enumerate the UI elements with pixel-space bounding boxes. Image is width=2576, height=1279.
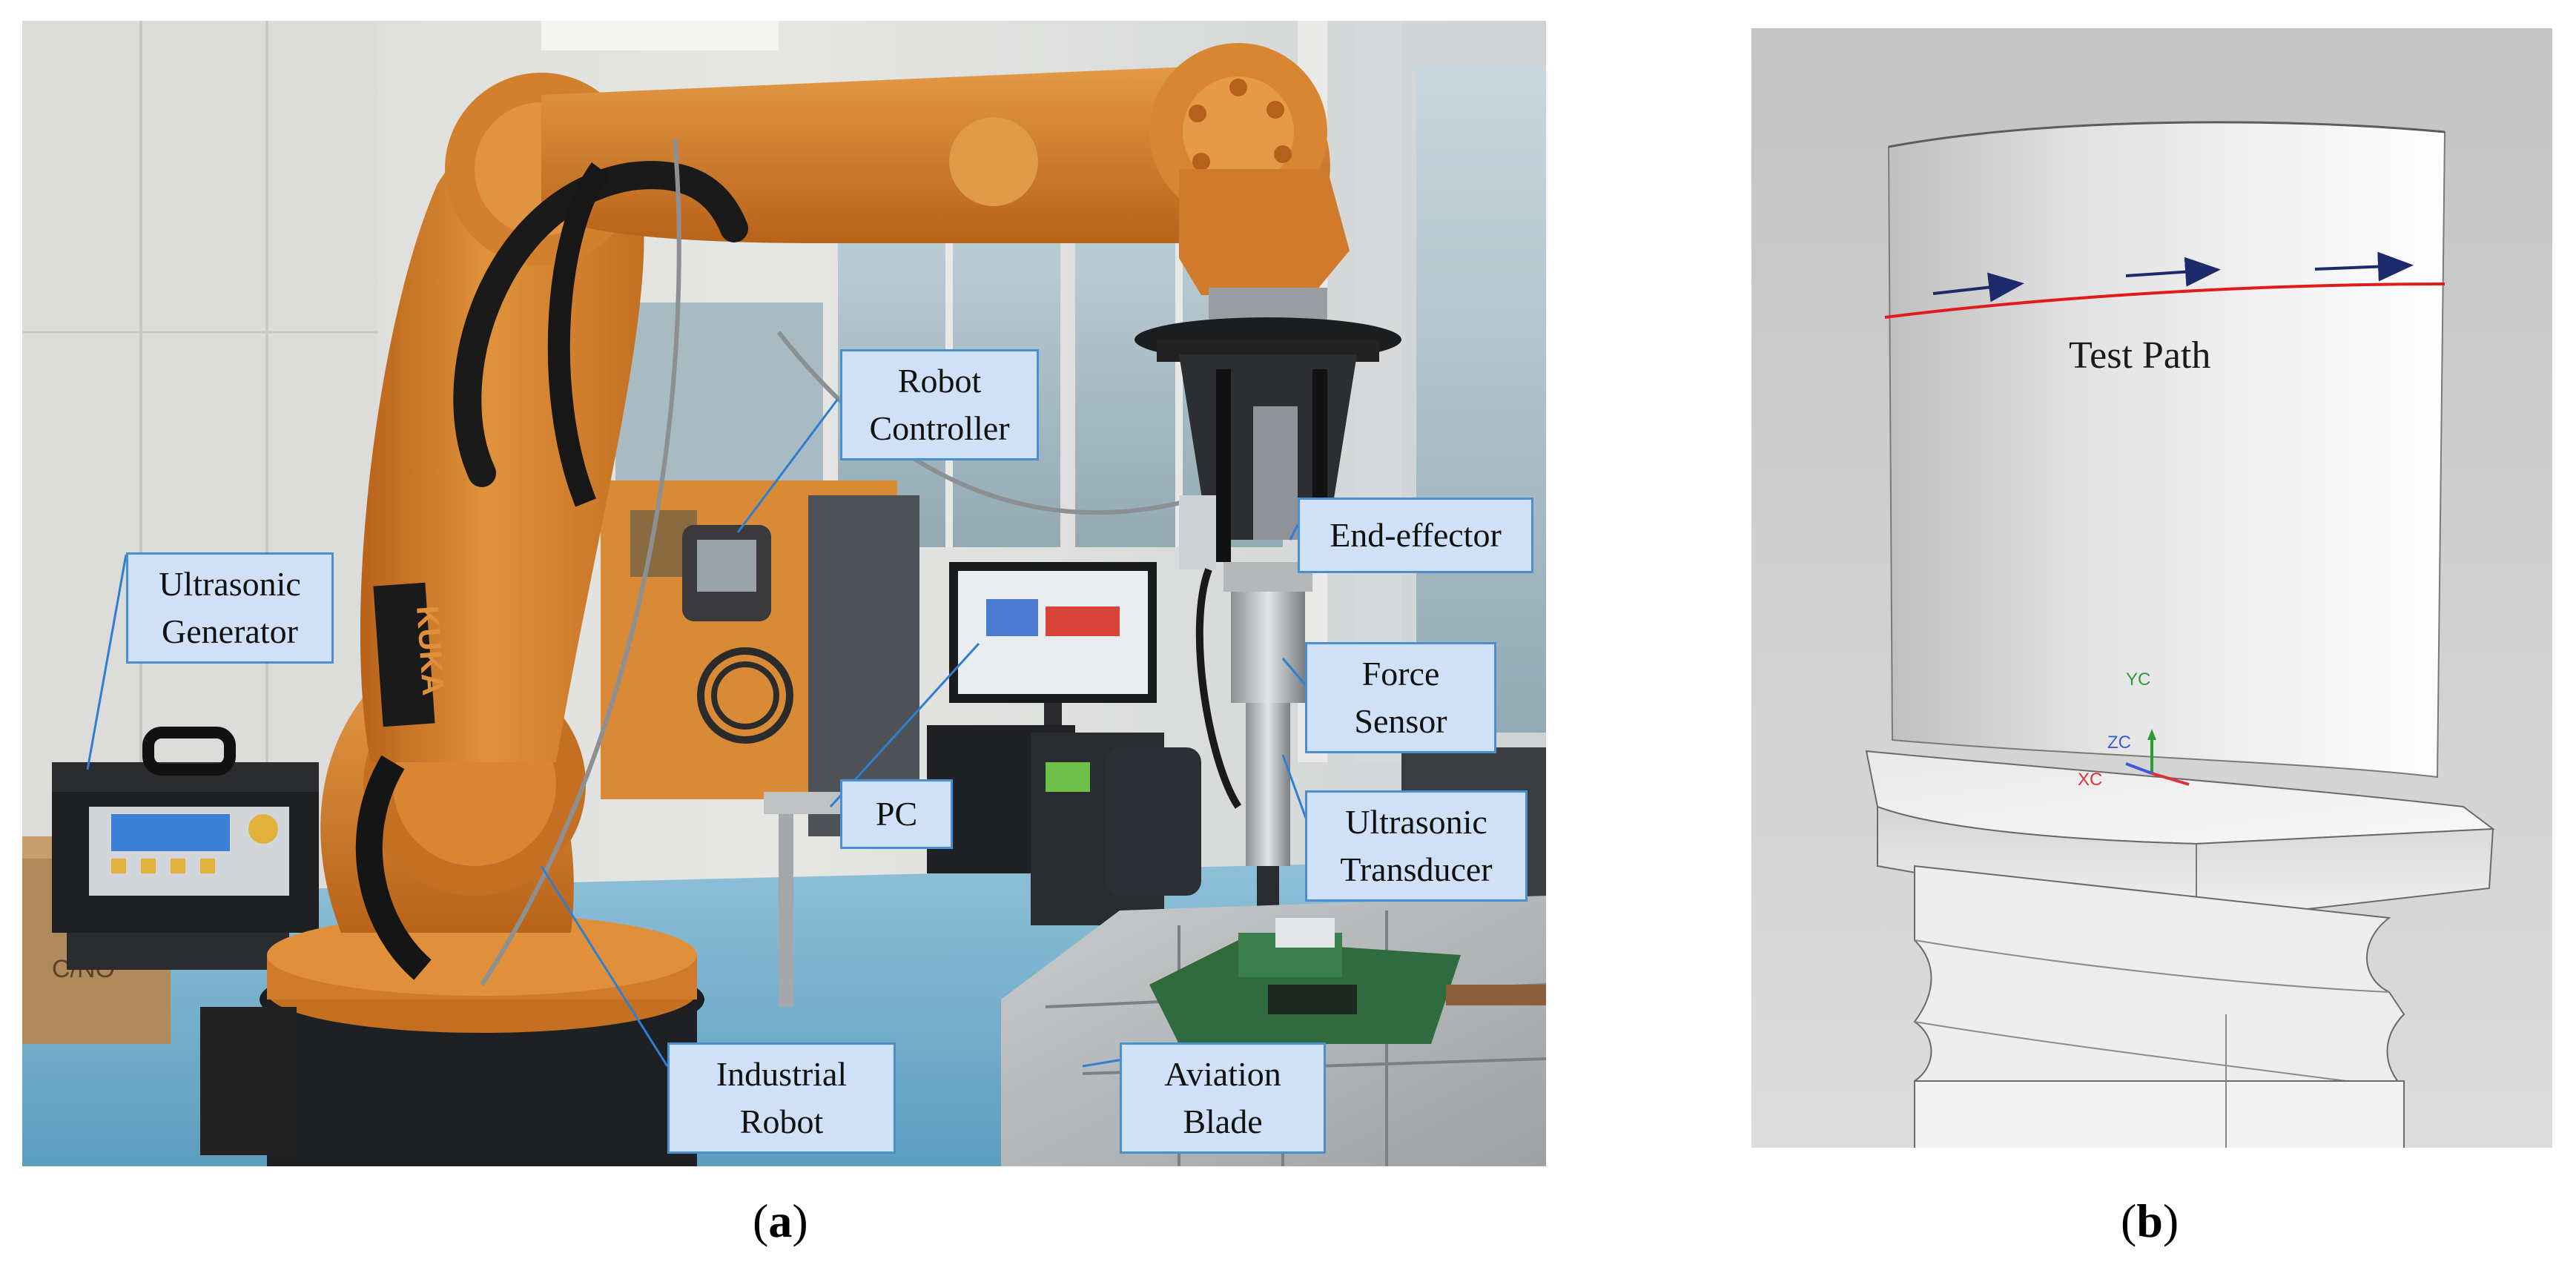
xc-axis <box>2151 772 2190 786</box>
yc-axis-label: YC <box>2126 670 2151 690</box>
lab-photo-panel: C/NO <box>22 21 1546 1166</box>
kuka-logo-text: KUKA <box>410 604 451 696</box>
test-path-curve <box>1884 282 2445 319</box>
ultrasonic-transducer-label: Ultrasonic Transducer <box>1305 790 1528 902</box>
force-sensor-label: Force Sensor <box>1305 642 1496 753</box>
zc-axis <box>2125 762 2153 775</box>
industrial-robot-label: Industrial Robot <box>667 1042 896 1154</box>
blade-cad-panel: Test Path YC ZC XC <box>1751 28 2552 1148</box>
end-effector-label: End-effector <box>1298 498 1533 573</box>
subfigure-caption-a: (a) <box>753 1194 808 1247</box>
xc-axis-label: XC <box>2078 770 2103 790</box>
direction-arrow <box>2314 251 2414 282</box>
robot-controller-label: Robot Controller <box>840 349 1039 460</box>
ultrasonic-generator-label: Ultrasonic Generator <box>126 552 334 664</box>
direction-arrow <box>1932 272 2024 303</box>
test-path-label: Test Path <box>2069 334 2211 377</box>
subfigure-caption-b: (b) <box>2121 1194 2179 1247</box>
pc-label: PC <box>840 779 953 849</box>
direction-arrow <box>2125 257 2221 287</box>
lab-photo-illustration: C/NO <box>22 21 1546 1166</box>
aviation-blade-label: Aviation Blade <box>1120 1042 1326 1154</box>
zc-axis-label: ZC <box>2107 733 2131 753</box>
blade-cad-illustration <box>1751 28 2552 1148</box>
